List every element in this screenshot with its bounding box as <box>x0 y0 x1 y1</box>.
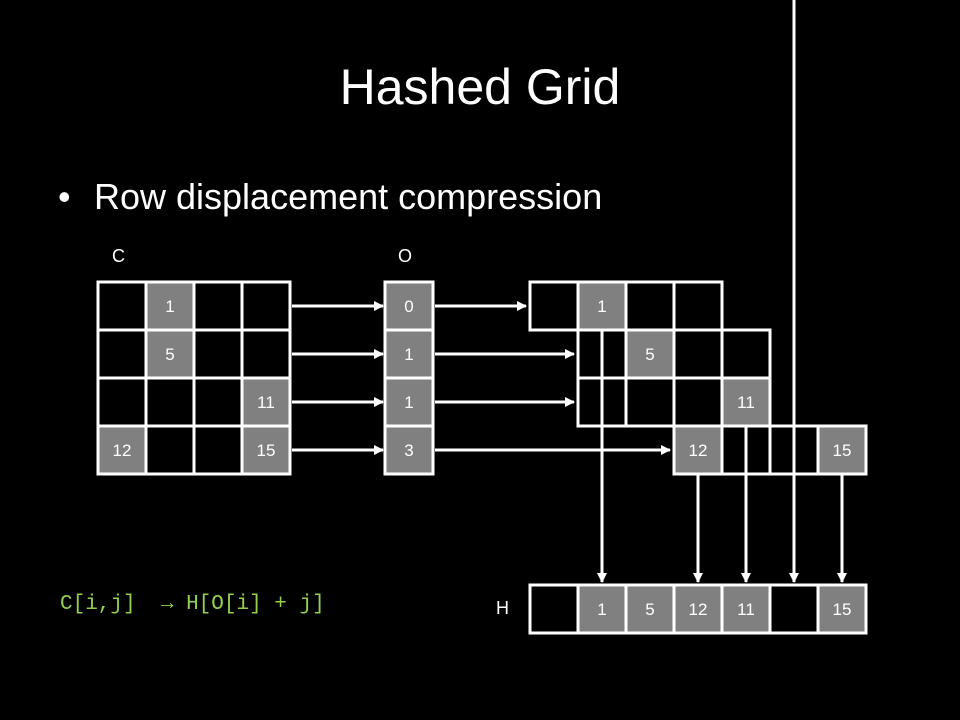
shifted-row-3-cell-0-value: 12 <box>689 441 708 460</box>
hash-cell-2-value: 5 <box>645 600 654 619</box>
grid-c-cell-3-0 <box>96 424 148 476</box>
grid-c-cell-0-1-value: 1 <box>165 297 174 316</box>
label-h: H <box>496 598 509 618</box>
grid-c-cell-1-2 <box>192 328 244 380</box>
label-o: O <box>398 246 413 266</box>
shifted-row-0-cell-3 <box>672 280 724 332</box>
formula-arrow-icon: → <box>160 593 174 616</box>
grid-c-cell-2-2 <box>192 376 244 428</box>
grid-c-cell-3-3 <box>240 424 292 476</box>
offset-cell-3 <box>383 424 435 476</box>
grid-c-cell-2-3-value: 11 <box>257 393 275 412</box>
hash-cell-4-value: 11 <box>737 600 755 619</box>
shifted-row-1-cell-2 <box>672 328 724 380</box>
grid-c-cell-3-0-value: 12 <box>113 441 132 460</box>
bullet-point: • Row displacement compression <box>58 176 602 218</box>
grid-c-cell-1-1-value: 5 <box>165 345 174 364</box>
slide-title: Hashed Grid <box>339 59 621 115</box>
offset-cell-0-value: 0 <box>404 297 413 316</box>
shifted-row-0-cell-1-value: 1 <box>597 297 606 316</box>
offset-cell-1-value: 1 <box>404 345 413 364</box>
offset-cell-1 <box>383 328 435 380</box>
shifted-row-1-cell-1-value: 5 <box>645 345 654 364</box>
shifted-row-2-cell-2 <box>672 376 724 428</box>
hash-cell-0 <box>528 583 580 635</box>
formula-left: C[i,j] <box>60 593 136 616</box>
shifted-row-0-cell-0 <box>528 280 580 332</box>
hash-cell-2 <box>624 583 676 635</box>
grid-c-cell-2-0 <box>96 376 148 428</box>
shifted-row-1-cell-3 <box>720 328 772 380</box>
grid-c-cell-0-0 <box>96 280 148 332</box>
shifted-row-2-cell-3 <box>720 376 772 428</box>
bullet-text: Row displacement compression <box>94 176 603 217</box>
grid-c-cell-2-3 <box>240 376 292 428</box>
grid-c-cell-3-2 <box>192 424 244 476</box>
hash-cell-6-value: 15 <box>833 600 852 619</box>
grid-c-cell-3-1 <box>144 424 196 476</box>
grid-c-cell-2-1 <box>144 376 196 428</box>
grid-c-cell-0-3 <box>240 280 292 332</box>
grid-c-cell-1-3 <box>240 328 292 380</box>
hash-cell-5 <box>768 583 820 635</box>
shifted-row-0-cell-2 <box>624 280 676 332</box>
offset-cell-2-value: 1 <box>404 393 413 412</box>
shifted-row-2-cell-1 <box>624 376 676 428</box>
hash-cell-1-value: 1 <box>597 600 606 619</box>
label-c: C <box>112 246 125 266</box>
bullet-dot-icon: • <box>58 176 71 217</box>
hash-cell-3-value: 12 <box>689 600 708 619</box>
grid-c-cell-1-0 <box>96 328 148 380</box>
offset-cell-3-value: 3 <box>404 441 413 460</box>
hash-cell-1 <box>576 583 628 635</box>
formula-right: H[O[i] + j] <box>186 593 325 616</box>
shifted-row-3-cell-3-value: 15 <box>833 441 852 460</box>
shifted-row-2-cell-3-value: 11 <box>737 393 755 412</box>
index-formula: C[i,j] → H[O[i] + j] <box>60 593 325 616</box>
grid-c-cell-3-3-value: 15 <box>257 441 276 460</box>
hash-cell-6 <box>816 583 868 635</box>
grid-c-cell-0-2 <box>192 280 244 332</box>
